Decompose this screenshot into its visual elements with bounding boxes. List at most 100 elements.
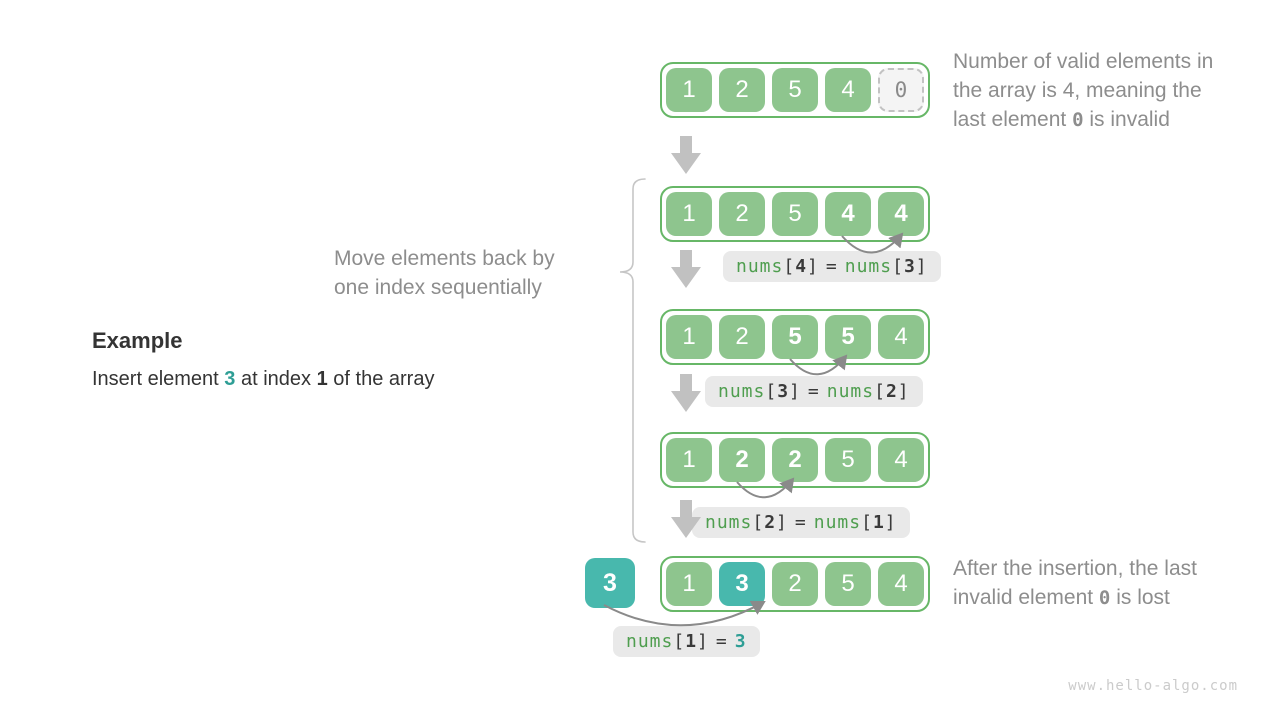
example-text-pre: Insert element	[92, 368, 225, 390]
array-row-5: 1 3 2 5 4	[660, 556, 930, 612]
array-cell-moved: 4	[825, 192, 871, 236]
array-row-1: 1 2 5 4 0	[660, 62, 930, 118]
down-arrow-icon	[671, 500, 701, 538]
index-token: 2	[885, 381, 898, 402]
array-row-3: 1 2 5 5 4	[660, 309, 930, 365]
insert-value-box: 3	[585, 558, 635, 608]
equals: =	[715, 631, 728, 652]
down-arrow-icon	[671, 374, 701, 412]
array-row-4: 1 2 2 5 4	[660, 432, 930, 488]
lost-zero-code: 0	[1098, 587, 1111, 609]
bracket: ]	[697, 631, 709, 652]
note-bottom-line2-pre: invalid element	[953, 586, 1099, 609]
array-cell: 2	[772, 562, 818, 606]
array-cell: 1	[666, 68, 712, 112]
bracket: ]	[776, 512, 788, 533]
assignment-label: nums[4]=nums[3]	[723, 251, 941, 282]
example-text-post: of the array	[327, 368, 435, 390]
assignment-label: nums[2]=nums[1]	[692, 507, 910, 538]
array-cell-moved: 4	[878, 192, 924, 236]
array-cell-moved: 2	[719, 438, 765, 482]
array-cell: 2	[719, 315, 765, 359]
bracket: ]	[884, 512, 897, 533]
index-token: 1	[872, 512, 885, 533]
nums-token: nums	[718, 381, 766, 402]
array-cell: 5	[825, 562, 871, 606]
bracket: [	[673, 631, 686, 652]
note-top: Number of valid elements in the array is…	[953, 47, 1213, 135]
note-top-line3: last element 0 is invalid	[953, 105, 1213, 135]
array-cell: 1	[666, 438, 712, 482]
array-cell: 5	[825, 438, 871, 482]
nums-token: nums	[705, 512, 753, 533]
watermark: www.hello-algo.com	[1068, 678, 1238, 694]
example-insert-index: 1	[316, 368, 328, 390]
index-token: 3	[903, 256, 916, 277]
array-cell-inserted: 3	[719, 562, 765, 606]
bracket: [	[892, 256, 904, 277]
down-arrow-icon	[671, 136, 701, 174]
note-bottom-line2-post: is lost	[1110, 586, 1170, 609]
equals: =	[794, 512, 807, 533]
note-top-line3-post: is invalid	[1083, 108, 1170, 131]
down-arrow-icon	[671, 250, 701, 288]
array-cell: 2	[719, 192, 765, 236]
move-note-line1: Move elements back by	[334, 247, 555, 270]
swap-arrow-icon	[736, 477, 795, 499]
note-top-line2: the array is 4, meaning the	[953, 79, 1202, 102]
curly-brace	[619, 178, 646, 543]
array-cell: 4	[878, 562, 924, 606]
nums-token: nums	[626, 631, 674, 652]
note-bottom: After the insertion, the last invalid el…	[953, 554, 1197, 613]
insert-arrow-icon	[603, 600, 766, 627]
array-cell-moved: 5	[825, 315, 871, 359]
bracket: [	[752, 512, 765, 533]
array-cell-moved: 2	[772, 438, 818, 482]
bracket: [	[861, 512, 873, 533]
index-token: 2	[764, 512, 777, 533]
bracket: ]	[897, 381, 910, 402]
array-cell: 1	[666, 192, 712, 236]
array-cell: 1	[666, 562, 712, 606]
nums-token: nums	[844, 256, 893, 277]
swap-arrow-icon	[789, 354, 848, 376]
array-cell: 4	[825, 68, 871, 112]
array-row-2: 1 2 5 4 4	[660, 186, 930, 242]
bracket: ]	[807, 256, 819, 277]
array-cell-invalid: 0	[878, 68, 924, 112]
note-bottom-line1: After the insertion, the last	[953, 557, 1197, 580]
array-cell: 1	[666, 315, 712, 359]
equals: =	[825, 256, 838, 277]
index-token: 4	[795, 256, 808, 277]
assignment-label: nums[1] = 3	[613, 626, 760, 657]
move-note: Move elements back by one index sequenti…	[334, 244, 555, 302]
note-top-line3-pre: last element	[953, 108, 1073, 131]
invalid-zero-code: 0	[1072, 109, 1084, 131]
index-token: 3	[777, 381, 790, 402]
bracket: ]	[915, 256, 928, 277]
note-top-line1: Number of valid elements in	[953, 50, 1214, 73]
array-cell-moved: 5	[772, 315, 818, 359]
array-cell: 5	[772, 192, 818, 236]
example-text-mid: at index	[235, 368, 317, 390]
value-token: 3	[734, 631, 747, 652]
array-cell: 4	[878, 438, 924, 482]
bracket: ]	[789, 381, 801, 402]
example-description: Insert element 3 at index 1 of the array	[92, 368, 434, 391]
note-bottom-line2: invalid element 0 is lost	[953, 583, 1197, 613]
bracket: [	[874, 381, 886, 402]
equals: =	[807, 381, 820, 402]
move-note-line2: one index sequentially	[334, 276, 542, 299]
nums-token: nums	[736, 256, 784, 277]
array-cell: 4	[878, 315, 924, 359]
example-heading: Example	[92, 328, 183, 353]
swap-arrow-icon	[841, 232, 904, 254]
array-cell: 2	[719, 68, 765, 112]
bracket: [	[783, 256, 796, 277]
example-insert-value: 3	[224, 368, 236, 390]
nums-token: nums	[826, 381, 875, 402]
bracket: [	[765, 381, 778, 402]
nums-token: nums	[813, 512, 862, 533]
index-token: 1	[685, 631, 698, 652]
array-cell: 5	[772, 68, 818, 112]
